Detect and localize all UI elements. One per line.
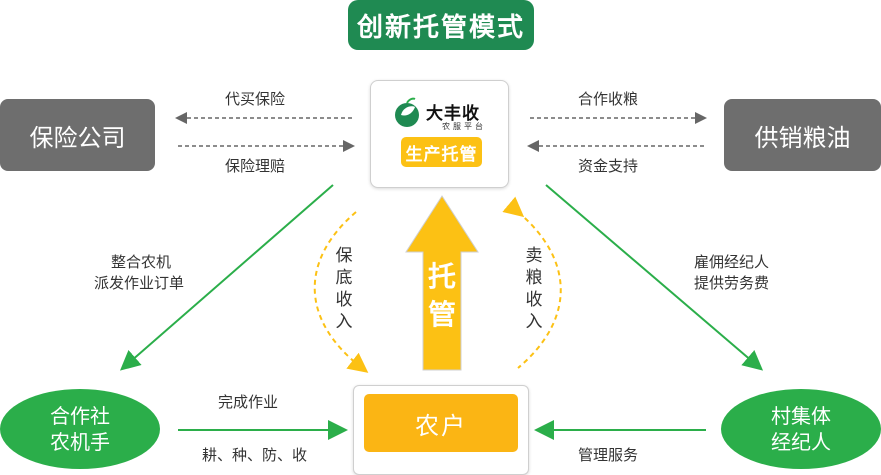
cooperative-oval: 合作社 农机手 — [0, 389, 160, 469]
label-capital-support: 资金支持 — [578, 157, 639, 175]
curve-left — [313, 211, 369, 373]
char: 入 — [335, 312, 353, 332]
brand-logo: 大丰收 农服平台 — [393, 97, 493, 131]
char: 底 — [335, 268, 353, 288]
char: 粮 — [525, 268, 543, 288]
label-buy-insurance: 代买保险 — [225, 90, 286, 108]
char: 卖 — [525, 246, 543, 266]
broker-line2: 经纪人 — [771, 430, 831, 454]
char: 收 — [525, 290, 543, 310]
label-insurance-claim: 保险理赔 — [225, 157, 286, 175]
coop-line2: 农机手 — [50, 430, 110, 454]
label-management-service: 管理服务 — [578, 446, 639, 464]
label-cooperative-grain-purchase: 合作收粮 — [578, 90, 639, 108]
broker-line1: 村集体 — [771, 404, 831, 428]
char: 收 — [335, 290, 353, 310]
label-integrate-machinery: 整合农机 — [111, 253, 172, 271]
farmer-label: 农户 — [364, 394, 518, 452]
diag-arrow-left — [119, 184, 334, 371]
title-banner: 创新托管模式 — [348, 0, 534, 50]
curve-right — [502, 196, 562, 369]
village-broker-oval: 村集体 经纪人 — [721, 389, 881, 469]
brand-name: 大丰收 — [426, 104, 480, 124]
label-complete-work: 完成作业 — [218, 393, 279, 411]
label-grain-sale-income: 卖 粮 收 入 — [524, 245, 544, 333]
coop-line1: 合作社 — [50, 404, 110, 428]
farmer-card: 农户 — [353, 385, 529, 475]
platform-card: 大丰收 农服平台 生产托管 — [370, 80, 509, 188]
grain-supply-box: 供销粮油 — [724, 99, 881, 171]
char: 保 — [335, 246, 353, 266]
brand-subtitle: 农服平台 — [442, 122, 486, 131]
label-guaranteed-income: 保 底 收 入 — [334, 245, 354, 333]
label-farming-stages: 耕、种、防、收 — [202, 446, 308, 464]
production-custody-badge: 生产托管 — [401, 137, 482, 167]
char: 管 — [427, 298, 456, 331]
char: 托 — [427, 260, 456, 293]
leaf-logo-icon — [395, 97, 419, 127]
label-labor-fee: 提供劳务费 — [694, 274, 770, 292]
label-dispatch-orders: 派发作业订单 — [94, 274, 185, 292]
up-arrow-shape — [405, 195, 479, 371]
diag-arrow-right — [545, 184, 764, 371]
up-arrow-label: 托 管 — [424, 258, 460, 334]
label-hire-broker: 雇佣经纪人 — [694, 253, 770, 271]
char: 入 — [525, 312, 543, 332]
insurance-company-box: 保险公司 — [0, 99, 155, 171]
